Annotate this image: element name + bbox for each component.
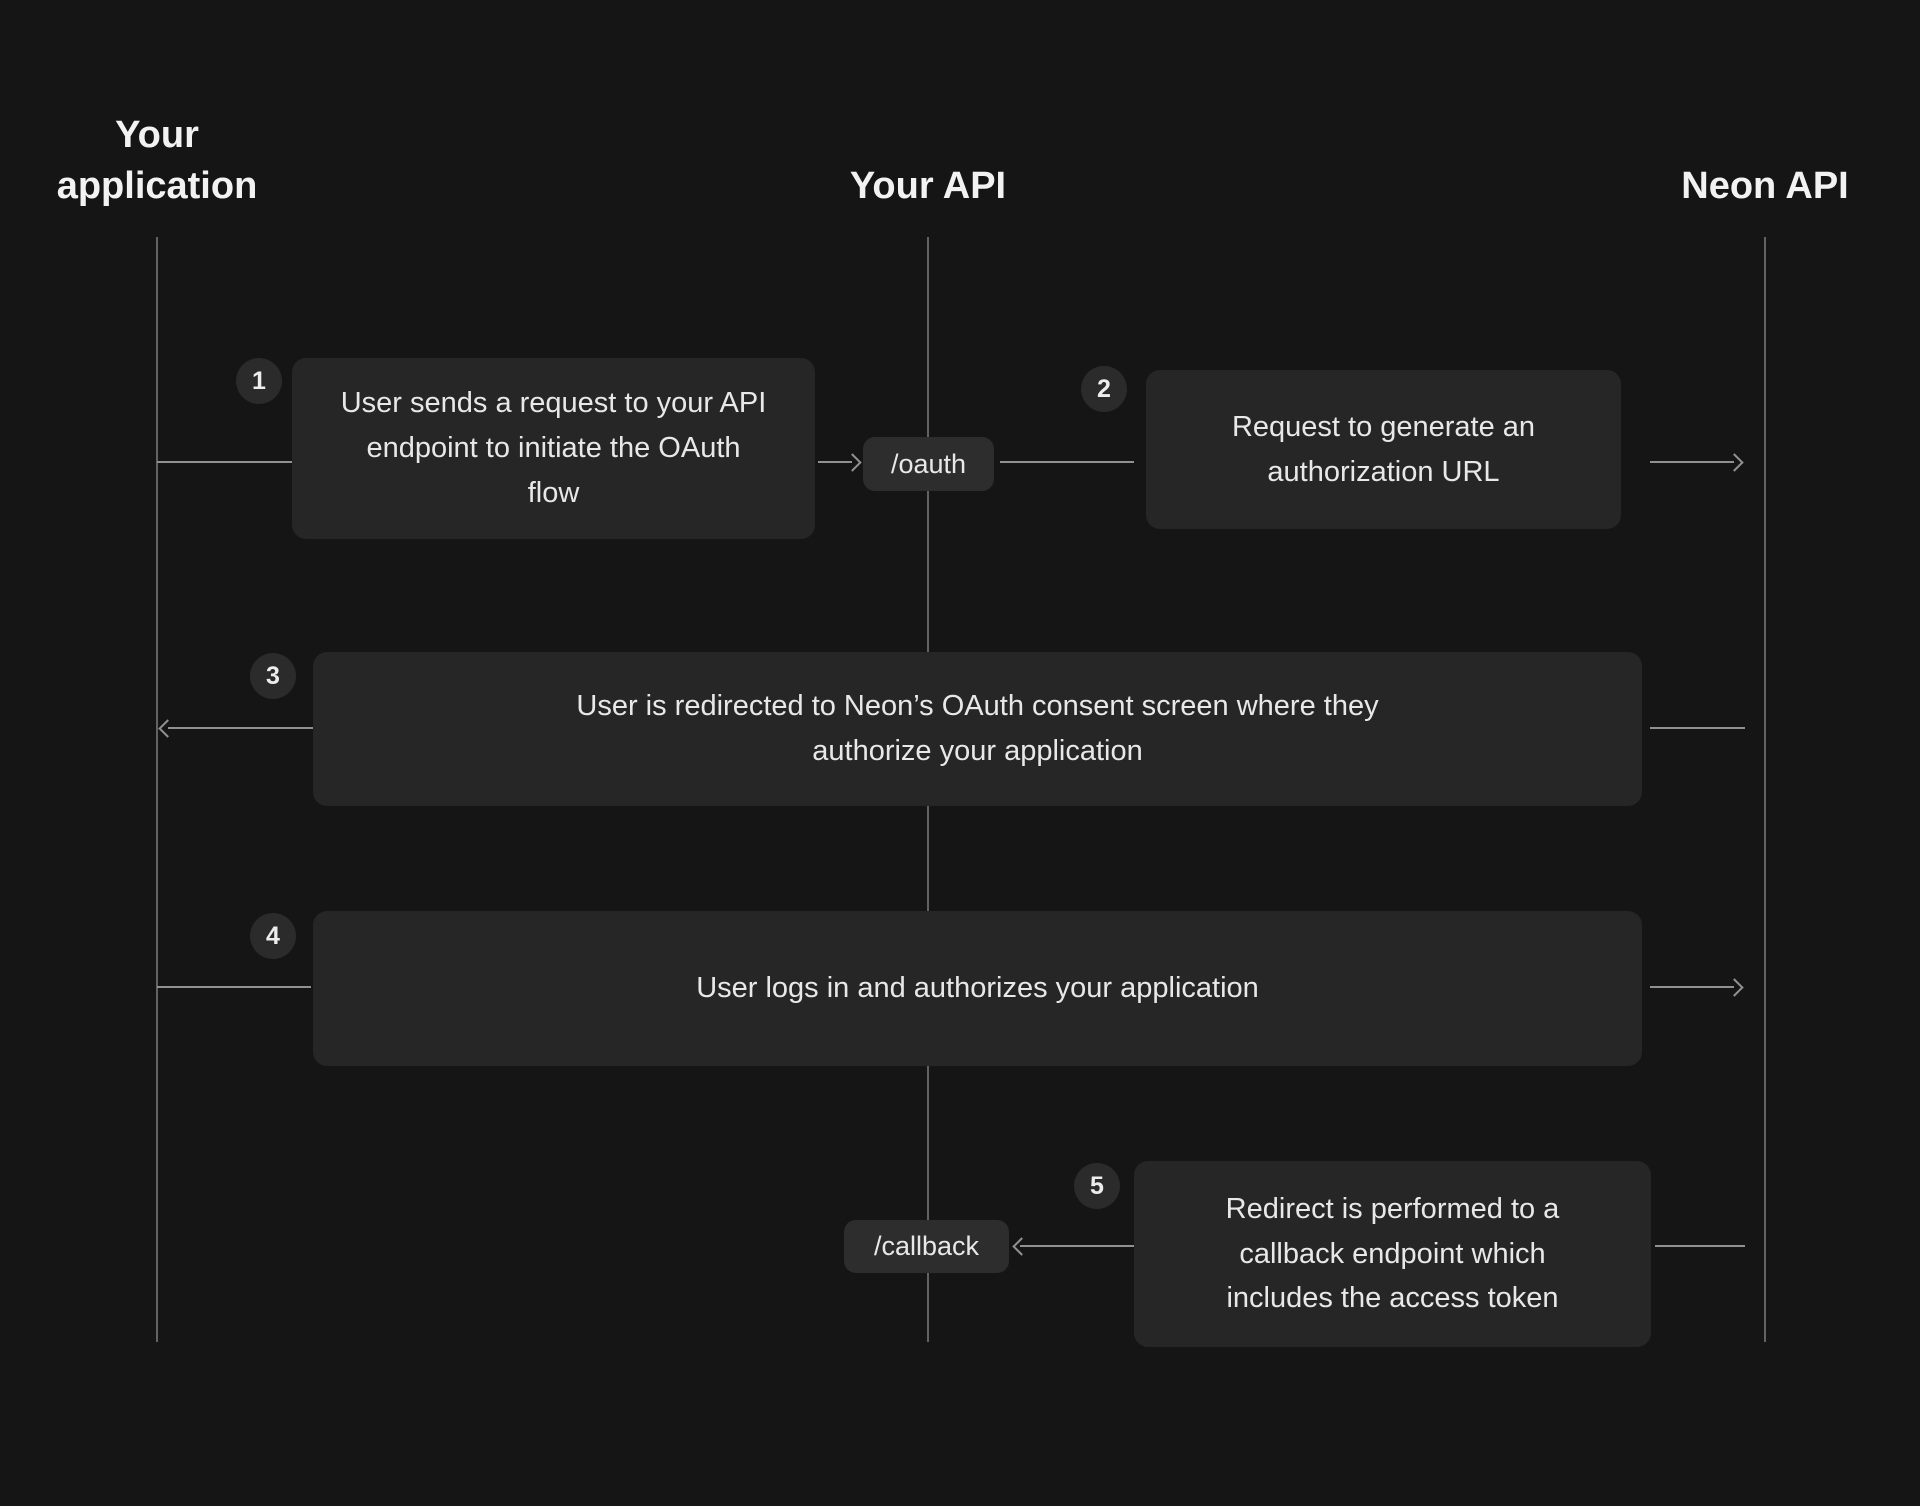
step4-message-box: User logs in and authorizes your applica… [313, 911, 1642, 1066]
arrowhead-right-icon [1725, 453, 1744, 472]
step2-number-badge: 2 [1081, 366, 1127, 412]
step2-message-box: Request to generate an authorization URL [1146, 370, 1621, 529]
step1-line-to-oauth [818, 461, 852, 463]
lane-header-neon-api: Neon API [1681, 165, 1849, 208]
step4-line-from-application [157, 986, 311, 988]
step1-message-box: User sends a request to your API endpoin… [292, 358, 815, 539]
oauth-endpoint-pill: /oauth [863, 437, 994, 491]
arrowhead-right-icon [1725, 978, 1744, 997]
step3-message-box: User is redirected to Neon’s OAuth conse… [313, 652, 1642, 806]
callback-endpoint-pill: /callback [844, 1220, 1009, 1273]
lifeline-your-application [156, 237, 158, 1342]
lane-header-your-application: Your application [56, 114, 258, 208]
step5-line-from-neon [1655, 1245, 1745, 1247]
step1-message-text: User sends a request to your API endpoin… [340, 387, 767, 509]
step3-message-text: User is redirected to Neon’s OAuth conse… [576, 690, 1379, 767]
step3-line-from-neon [1650, 727, 1745, 729]
step3-number-badge: 3 [250, 653, 296, 699]
step2-message-text: Request to generate an authorization URL [1231, 410, 1536, 488]
lane-header-your-api: Your API [849, 165, 1007, 208]
step2-line-from-oauth [1000, 461, 1134, 463]
step5-message-text: Redirect is performed to a callback endp… [1225, 1192, 1560, 1315]
step4-number-badge: 4 [250, 913, 296, 959]
step1-line-from-application [157, 461, 292, 463]
step1-number-badge: 1 [236, 358, 282, 404]
step5-number-badge: 5 [1074, 1163, 1120, 1209]
lifeline-neon-api [1764, 237, 1766, 1342]
arrowhead-right-icon [843, 453, 862, 472]
step4-message-text: User logs in and authorizes your applica… [696, 972, 1259, 1005]
step2-line-to-neon [1650, 461, 1734, 463]
step5-message-box: Redirect is performed to a callback endp… [1134, 1161, 1651, 1347]
step4-line-to-neon [1650, 986, 1734, 988]
step5-line-to-callback [1020, 1245, 1134, 1247]
step3-line-to-application [168, 727, 313, 729]
